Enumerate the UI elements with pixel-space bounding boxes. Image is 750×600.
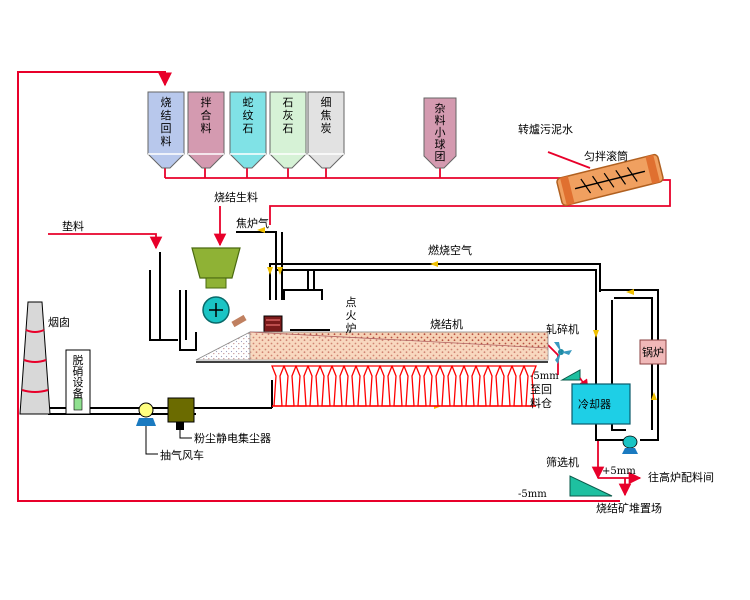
plus5-label: +5mm xyxy=(602,466,636,477)
windbox xyxy=(511,365,525,407)
windbox xyxy=(475,365,489,407)
electrostatic-precipitator xyxy=(167,397,195,439)
bin-label-char: 纹 xyxy=(243,108,254,122)
denitration-label-char: 设 xyxy=(73,376,84,389)
minus5-label-b: -5mm xyxy=(518,489,547,500)
windbox xyxy=(379,365,393,407)
bin-label-char: 灰 xyxy=(283,108,294,122)
cooler-label: 冷却器 xyxy=(578,398,611,411)
drum-feeder xyxy=(202,296,230,324)
screen-label: 筛选机 xyxy=(546,455,579,469)
denitration-stack-icon xyxy=(73,397,83,411)
misc-bin-label-char: 球 xyxy=(435,137,446,151)
ignition-label-char: 炉 xyxy=(346,322,357,335)
combustion-air-label: 燃烧空气 xyxy=(428,243,472,257)
windboxes xyxy=(271,365,537,407)
return-to-label: 至回 xyxy=(530,383,552,396)
storage-bin-2: 拌合料 xyxy=(187,91,225,169)
windbox xyxy=(487,365,501,407)
feed-chute xyxy=(231,314,247,328)
storage-bin-3: 蛇纹石 xyxy=(229,91,267,169)
denitration-label-char: 脱 xyxy=(73,353,84,367)
chimney xyxy=(19,301,51,415)
bin-label-char: 烧 xyxy=(161,96,172,109)
windbox xyxy=(463,365,477,407)
bin-label-char: 焦 xyxy=(321,109,332,122)
cooler xyxy=(571,383,631,425)
bin-label-char: 炭 xyxy=(321,122,332,135)
windbox xyxy=(331,365,345,407)
screening-machine xyxy=(569,475,613,497)
crusher-label: 轧碎机 xyxy=(546,322,579,336)
windbox xyxy=(283,365,297,407)
ignition-furnace-label: 点火炉 xyxy=(346,296,357,335)
windbox xyxy=(343,365,357,407)
bin-label-char: 细 xyxy=(321,96,332,109)
windbox xyxy=(415,365,429,407)
storage-bin-5: 细焦炭 xyxy=(307,91,345,169)
bin-label-char: 拌 xyxy=(201,95,212,109)
windbox xyxy=(403,365,417,407)
boiler-label: 锅炉 xyxy=(642,346,664,359)
exhaust-fan-label: 抽气风车 xyxy=(160,448,204,462)
coke-gas-label: 焦炉气 xyxy=(236,216,269,230)
return-fines-line xyxy=(17,71,620,502)
bin-label-char: 料 xyxy=(161,134,172,148)
misc-bin-label-char: 料 xyxy=(435,113,446,127)
bin-label-char: 结 xyxy=(161,109,172,122)
windbox xyxy=(355,365,369,407)
bin-label-char: 回 xyxy=(161,122,172,135)
storage-bin-4: 石灰石 xyxy=(269,91,307,169)
circulation-fan xyxy=(622,435,638,454)
bedding-label: 垫料 xyxy=(62,219,84,233)
sinter-raw-label: 烧结生料 xyxy=(214,190,258,204)
rotary-sludge-label: 转爐污泥水 xyxy=(518,122,573,136)
feed-hopper xyxy=(191,247,241,289)
sinter-machine xyxy=(195,331,549,363)
bin-collector-line xyxy=(48,151,671,497)
windbox xyxy=(367,365,381,407)
esp-label: 粉尘静电集尘器 xyxy=(194,431,271,445)
bin-label-char: 石 xyxy=(283,96,294,109)
mixer-drum xyxy=(556,153,664,207)
windbox xyxy=(391,365,405,407)
crusher-screen xyxy=(560,369,581,381)
bin-label-char: 合 xyxy=(201,108,212,122)
windbox xyxy=(271,365,285,407)
windbox xyxy=(319,365,333,407)
boiler xyxy=(639,339,667,365)
misc-bin-label-char: 杂 xyxy=(435,102,446,115)
misc-bin-label-char: 团 xyxy=(435,150,446,163)
ignition-label-char: 火 xyxy=(346,309,357,322)
windbox xyxy=(451,365,465,407)
misc-bin-label-char: 小 xyxy=(435,126,446,139)
bin-label-char: 石 xyxy=(243,122,254,135)
crusher xyxy=(554,342,572,364)
mixer-drum-label: 匀拌滚筒 xyxy=(584,149,628,163)
chimney-label: 烟囱 xyxy=(48,315,70,329)
exhaust-fan xyxy=(136,402,158,455)
windbox xyxy=(439,365,453,407)
windbox xyxy=(295,365,309,407)
bin-label-char: 石 xyxy=(283,122,294,135)
stockyard-label: 烧结矿堆置场 xyxy=(596,501,662,515)
denitration-label-char: 硝 xyxy=(73,365,84,378)
ignition-burner xyxy=(263,315,283,333)
bin-label-char: 料 xyxy=(201,121,212,135)
bin-label-char: 蛇 xyxy=(243,95,254,109)
windbox xyxy=(427,365,441,407)
windbox xyxy=(499,365,513,407)
sinter-machine-label: 烧结机 xyxy=(430,317,463,331)
minus5-label-a: -5mm xyxy=(530,371,559,382)
to-furnace-label: 往高炉配料间 xyxy=(648,470,714,484)
ignition-label-char: 点 xyxy=(346,296,357,309)
windbox xyxy=(307,365,321,407)
return-bin-label: 料仓 xyxy=(530,396,552,410)
denitration-label-char: 备 xyxy=(73,386,84,400)
